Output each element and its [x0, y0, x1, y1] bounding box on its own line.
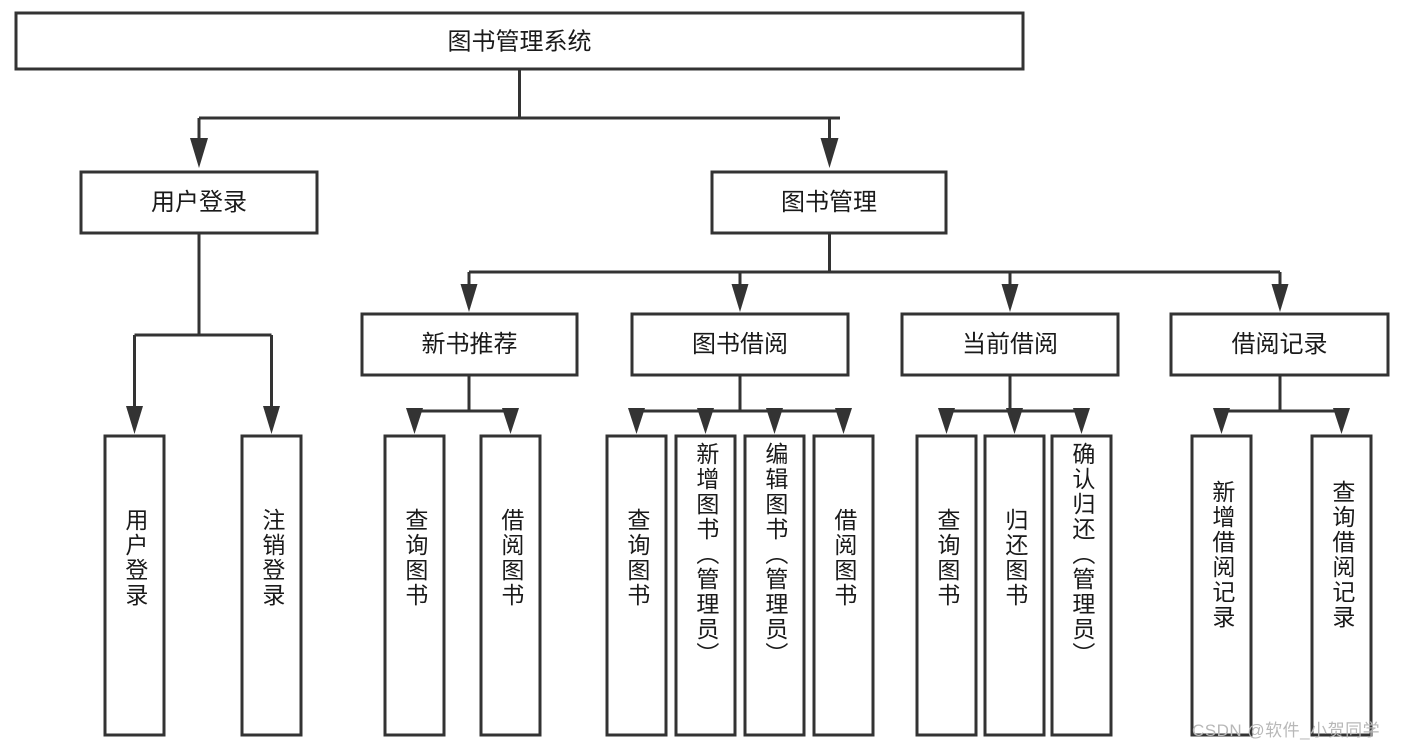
edge-group-root — [190, 69, 840, 168]
arrow-br-to-leaf2 — [1333, 408, 1350, 434]
arrow-bb-to-leaf3 — [766, 408, 783, 434]
leaf-box-borrow-book-rec[interactable] — [479, 434, 542, 737]
arrow-bm-to-book-borrow — [731, 284, 749, 312]
arrow-root-to-book-manage — [820, 138, 839, 168]
leaf-box-add-record[interactable] — [1190, 434, 1253, 737]
arrow-cb-to-leaf3 — [1073, 408, 1090, 434]
arrow-ul-to-leaf2 — [263, 406, 280, 434]
leaf-box-edit-book[interactable] — [743, 434, 806, 737]
leaf-box-query-book-rec[interactable] — [383, 434, 446, 737]
leaf-box-add-book[interactable] — [674, 434, 737, 737]
leaf-box-query-book-cur[interactable] — [915, 434, 978, 737]
arrow-cb-to-leaf1 — [938, 408, 955, 434]
arrow-bb-to-leaf4 — [835, 408, 852, 434]
leaf-box-return-book[interactable] — [983, 434, 1046, 737]
leaf-box-group — [103, 434, 1373, 737]
node-new-book-rec-box[interactable] — [360, 312, 579, 377]
edge-group-new-book-rec — [406, 375, 519, 434]
edge-group-borrow-record — [1213, 375, 1350, 434]
node-user-login-label: 用户登录 — [151, 189, 247, 216]
arrow-cb-to-leaf2 — [1006, 408, 1023, 434]
node-book-manage-box[interactable] — [710, 170, 948, 235]
leaf-box-user-login[interactable] — [103, 434, 166, 737]
node-root-label: 图书管理系统 — [448, 28, 592, 55]
edge-group-book-borrow — [628, 375, 852, 434]
node-book-manage[interactable]: 图书管理 — [710, 170, 948, 235]
node-borrow-record-label: 借阅记录 — [1232, 331, 1328, 358]
node-user-login-box[interactable] — [79, 170, 319, 235]
node-new-book-rec[interactable]: 新书推荐 — [360, 312, 579, 377]
node-book-borrow-label: 图书借阅 — [692, 331, 788, 358]
arrow-br-to-leaf1 — [1213, 408, 1230, 434]
arrow-bm-to-new-book-rec — [460, 284, 478, 312]
leaf-box-user-logout[interactable] — [240, 434, 303, 737]
leaf-box-borrow-book[interactable] — [812, 434, 875, 737]
node-borrow-record-box[interactable] — [1169, 312, 1390, 377]
node-book-borrow-box[interactable] — [630, 312, 850, 377]
edge-group-user-login — [126, 233, 280, 434]
node-book-borrow[interactable]: 图书借阅 — [630, 312, 850, 377]
leaf-box-query-record[interactable] — [1310, 434, 1373, 737]
node-new-book-rec-label: 新书推荐 — [422, 331, 518, 358]
node-root-box[interactable] — [14, 11, 1025, 71]
edge-group-book-manage — [460, 233, 1289, 312]
arrow-bb-to-leaf2 — [697, 408, 714, 434]
leaf-box-confirm-return[interactable] — [1050, 434, 1113, 737]
arrow-bm-to-current-borrow — [1001, 284, 1019, 312]
arrow-ul-to-leaf1 — [126, 406, 143, 434]
node-user-login[interactable]: 用户登录 — [79, 170, 319, 235]
node-borrow-record[interactable]: 借阅记录 — [1169, 312, 1390, 377]
arrow-nbr-to-leaf1 — [406, 408, 423, 434]
arrow-bm-to-borrow-record — [1271, 284, 1289, 312]
edge-group-current-borrow — [938, 375, 1090, 434]
node-current-borrow-label: 当前借阅 — [962, 331, 1058, 358]
arrow-root-to-user-login — [190, 138, 208, 168]
node-current-borrow[interactable]: 当前借阅 — [900, 312, 1120, 377]
node-book-manage-label: 图书管理 — [781, 189, 877, 216]
node-current-borrow-box[interactable] — [900, 312, 1120, 377]
node-root[interactable]: 图书管理系统 — [14, 11, 1025, 71]
arrow-nbr-to-leaf2 — [502, 408, 519, 434]
arrow-bb-to-leaf1 — [628, 408, 645, 434]
leaf-box-query-book-borrow[interactable] — [605, 434, 668, 737]
